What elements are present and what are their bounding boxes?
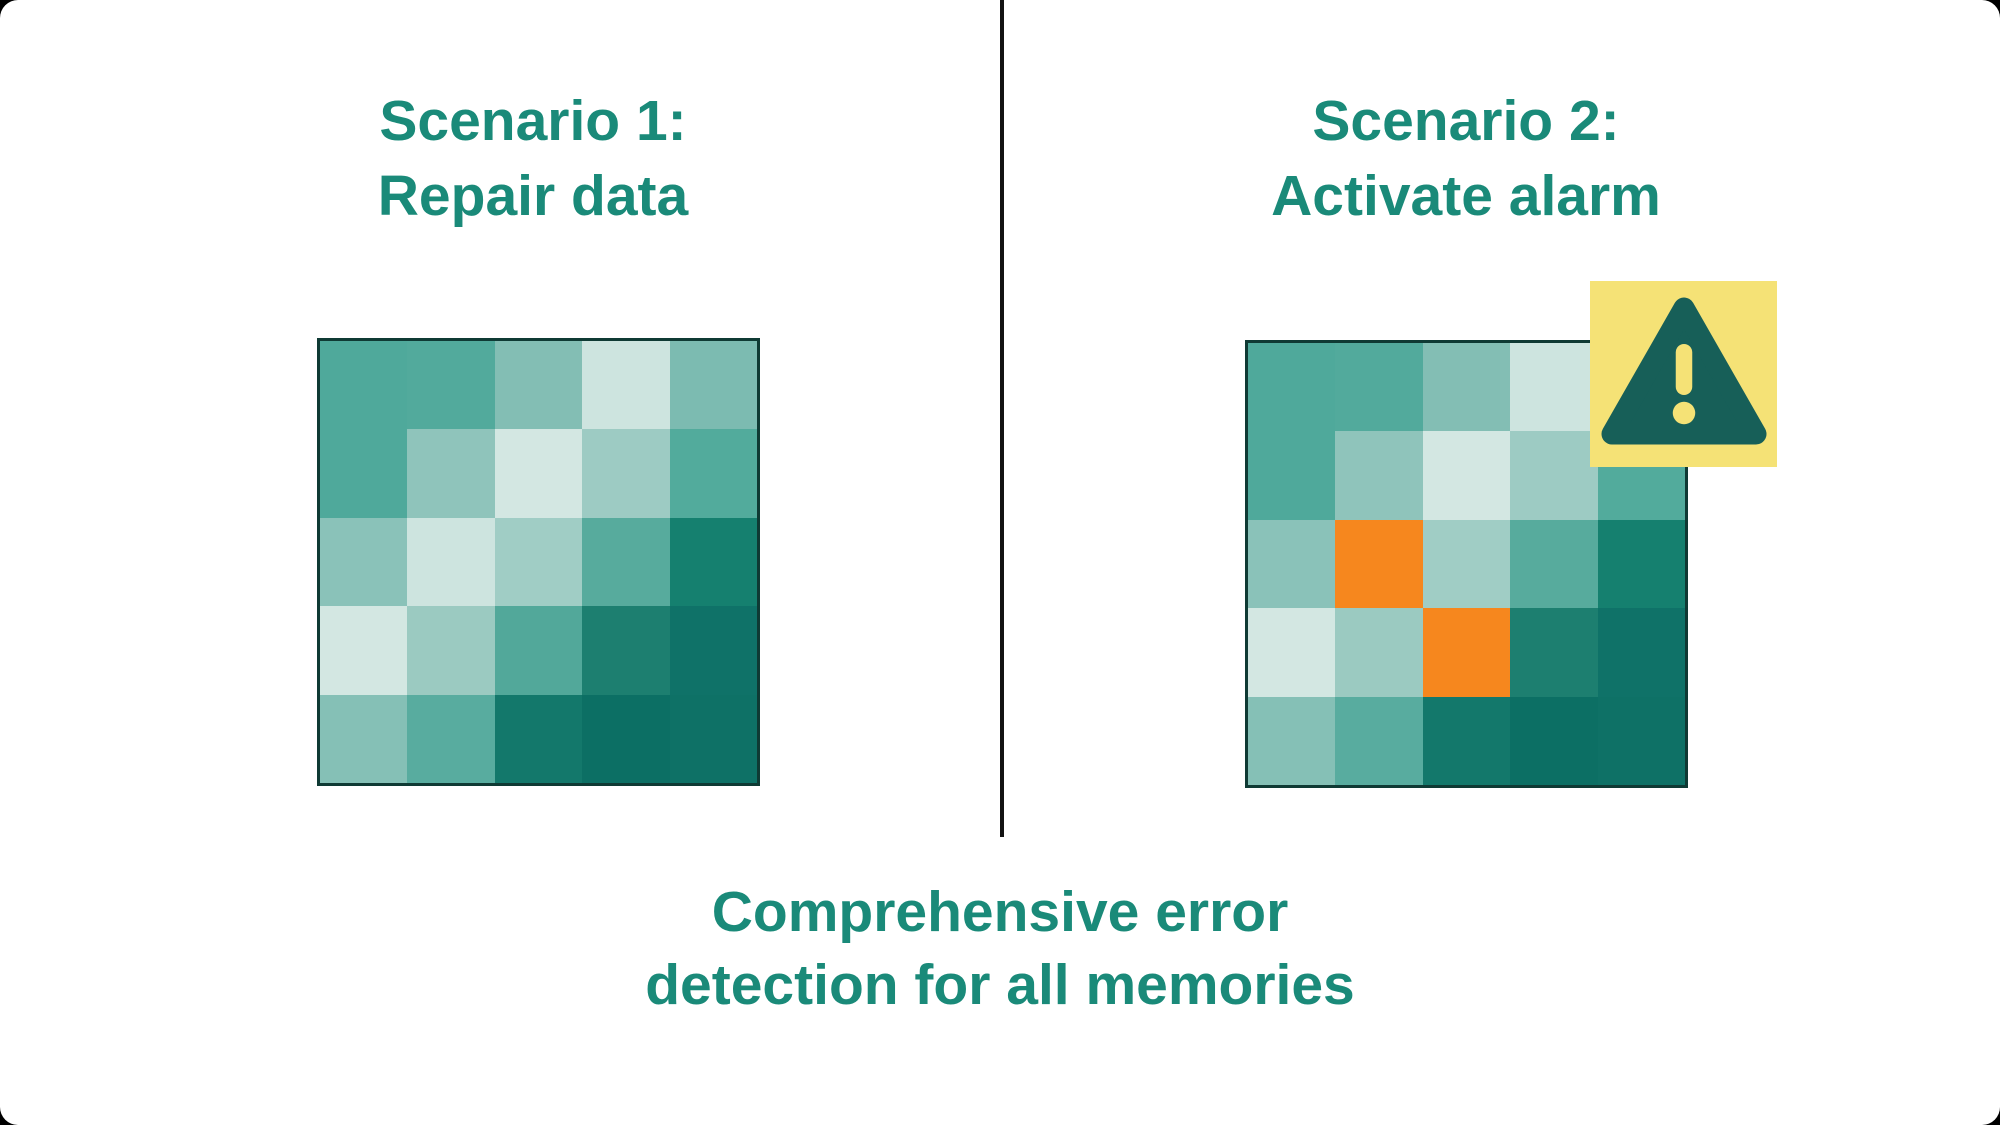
- heatmap-cell: [582, 694, 670, 783]
- scenario1-memory-heatmap: [317, 338, 760, 786]
- heatmap-cell: [1335, 431, 1423, 520]
- alarm-badge: [1590, 281, 1777, 467]
- heatmap-cell: [669, 429, 757, 518]
- heatmap-cell: [494, 694, 583, 783]
- heatmap-cell: [407, 517, 495, 607]
- scenario1-title: Scenario 1: Repair data: [233, 84, 833, 234]
- heatmap-cell: [1248, 696, 1336, 785]
- heatmap-cell: [320, 606, 408, 695]
- heatmap-cell: [1248, 608, 1336, 697]
- heatmap-cell: [494, 606, 583, 695]
- heatmap-cell: [1510, 519, 1598, 609]
- heatmap-cell: [582, 517, 670, 607]
- heatmap-cell: [1248, 343, 1336, 432]
- warning-triangle-icon: [1601, 297, 1766, 445]
- heatmap-cell: [669, 694, 757, 783]
- heatmap-cell: [1422, 343, 1511, 432]
- heatmap-cell: [1335, 519, 1423, 609]
- scenario2-title-line2: Activate alarm: [1271, 164, 1661, 228]
- heatmap-cell: [407, 694, 495, 783]
- heatmap-cell: [1248, 519, 1336, 609]
- heatmap-cell: [320, 429, 408, 518]
- caption-line1: Comprehensive error: [711, 880, 1289, 944]
- heatmap-cell: [1422, 519, 1511, 609]
- heatmap-cell: [669, 606, 757, 695]
- scenario2-title: Scenario 2: Activate alarm: [1166, 84, 1766, 234]
- heatmap-cell: [1510, 696, 1598, 785]
- heatmap-cell: [669, 341, 757, 430]
- heatmap-cell: [407, 429, 495, 518]
- heatmap-cell: [582, 606, 670, 695]
- heatmap-cell: [320, 341, 408, 430]
- heatmap-cell: [669, 517, 757, 607]
- heatmap-cell: [494, 517, 583, 607]
- heatmap-cell: [1597, 519, 1685, 609]
- caption-line2: detection for all memories: [645, 953, 1355, 1017]
- heatmap-cell: [1510, 343, 1598, 432]
- heatmap-cell: [1510, 608, 1598, 697]
- heatmap-cell: [1597, 696, 1685, 785]
- caption: Comprehensive error detection for all me…: [600, 876, 1400, 1022]
- heatmap-cell: [1510, 431, 1598, 520]
- heatmap-cell: [1335, 608, 1423, 697]
- heatmap-cell: [1335, 696, 1423, 785]
- heatmap-cell: [494, 341, 583, 430]
- heatmap-cell: [582, 341, 670, 430]
- heatmap-cell: [1335, 343, 1423, 432]
- heatmap-cell: [494, 429, 583, 518]
- scenario2-title-line1: Scenario 2:: [1312, 89, 1620, 153]
- scenario1-title-line1: Scenario 1:: [379, 89, 687, 153]
- heatmap-cell: [320, 694, 408, 783]
- vertical-divider: [1000, 0, 1004, 837]
- heatmap-cell: [1597, 608, 1685, 697]
- heatmap-cell: [407, 606, 495, 695]
- heatmap-cell: [582, 429, 670, 518]
- heatmap-cell: [1422, 608, 1511, 697]
- heatmap-cell: [1422, 696, 1511, 785]
- heatmap-cell: [1422, 431, 1511, 520]
- heatmap-cell: [407, 341, 495, 430]
- heatmap-cell: [1248, 431, 1336, 520]
- scenario1-title-line2: Repair data: [377, 164, 689, 228]
- heatmap-cell: [320, 517, 408, 607]
